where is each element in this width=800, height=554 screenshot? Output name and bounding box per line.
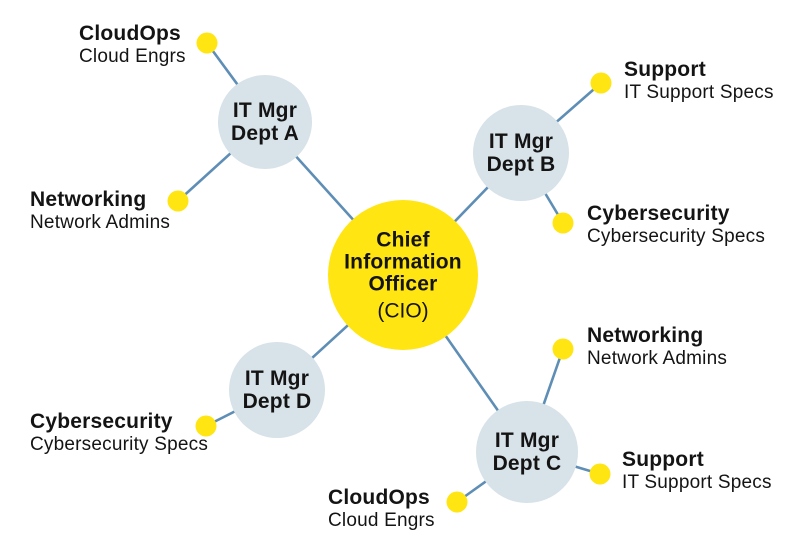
dept-d-line1: IT Mgr (244, 367, 310, 390)
dept-d-label: IT Mgr Dept D (243, 367, 312, 413)
team-role: CloudOps (79, 22, 181, 45)
dot-networking-a (167, 190, 189, 212)
dot-cybersecurity-b (552, 212, 574, 234)
dot-support-c (589, 463, 611, 485)
dot-support-b (590, 72, 612, 94)
team-label-networking-c: Networking Network Admins (587, 324, 727, 370)
dept-c-line1: IT Mgr (494, 429, 560, 452)
team-label-networking-a: Networking Network Admins (30, 188, 170, 234)
cio-subtitle: (CIO) (377, 299, 429, 323)
dept-b-line2: Dept B (486, 153, 556, 176)
dot-cybersecurity-d (195, 415, 217, 437)
team-staff: Cybersecurity Specs (30, 434, 209, 455)
manager-nodes (218, 75, 578, 503)
cio-title: Chief Information Officer (344, 228, 462, 296)
dept-c-label: IT Mgr Dept C (493, 429, 562, 475)
team-role: CloudOps (328, 486, 430, 509)
cio-node-label: Chief Information Officer (CIO) (343, 228, 463, 323)
team-role: Networking (587, 324, 704, 347)
dept-a-line2: Dept A (230, 122, 300, 145)
team-label-cloudops-a: CloudOps Cloud Engrs (79, 22, 186, 68)
team-role: Support (624, 58, 706, 81)
team-role: Networking (30, 188, 147, 211)
team-dots (167, 32, 612, 513)
dept-c-line2: Dept C (492, 452, 562, 475)
dept-d-line2: Dept D (242, 390, 312, 413)
team-staff: Network Admins (587, 348, 728, 369)
team-staff: Network Admins (30, 212, 171, 233)
team-staff: Cybersecurity Specs (587, 226, 766, 247)
dot-networking-c (552, 338, 574, 360)
team-staff: Cloud Engrs (79, 46, 186, 67)
node-dept-b (473, 105, 569, 201)
dept-a-line1: IT Mgr (232, 99, 298, 122)
node-dept-d (229, 342, 325, 438)
dot-cloudops-c (446, 491, 468, 513)
team-label-support-c: Support IT Support Specs (622, 448, 772, 494)
team-label-cloudops-c: CloudOps Cloud Engrs (328, 486, 435, 532)
dept-a-label: IT Mgr Dept A (231, 99, 299, 145)
team-role: Support (622, 448, 704, 471)
dept-b-line1: IT Mgr (488, 130, 554, 153)
team-role: Cybersecurity (587, 202, 730, 225)
team-label-cybersecurity-d: Cybersecurity Cybersecurity Specs (30, 410, 208, 456)
team-label-support-b: Support IT Support Specs (624, 58, 774, 104)
node-cio (328, 200, 478, 350)
team-staff: IT Support Specs (622, 472, 772, 493)
team-role: Cybersecurity (30, 410, 173, 433)
dept-b-label: IT Mgr Dept B (487, 130, 556, 176)
team-staff: Cloud Engrs (328, 510, 435, 531)
team-staff: IT Support Specs (624, 82, 774, 103)
team-label-cybersecurity-b: Cybersecurity Cybersecurity Specs (587, 202, 765, 248)
node-dept-a (218, 75, 312, 169)
node-dept-c (476, 401, 578, 503)
dot-cloudops-a (196, 32, 218, 54)
